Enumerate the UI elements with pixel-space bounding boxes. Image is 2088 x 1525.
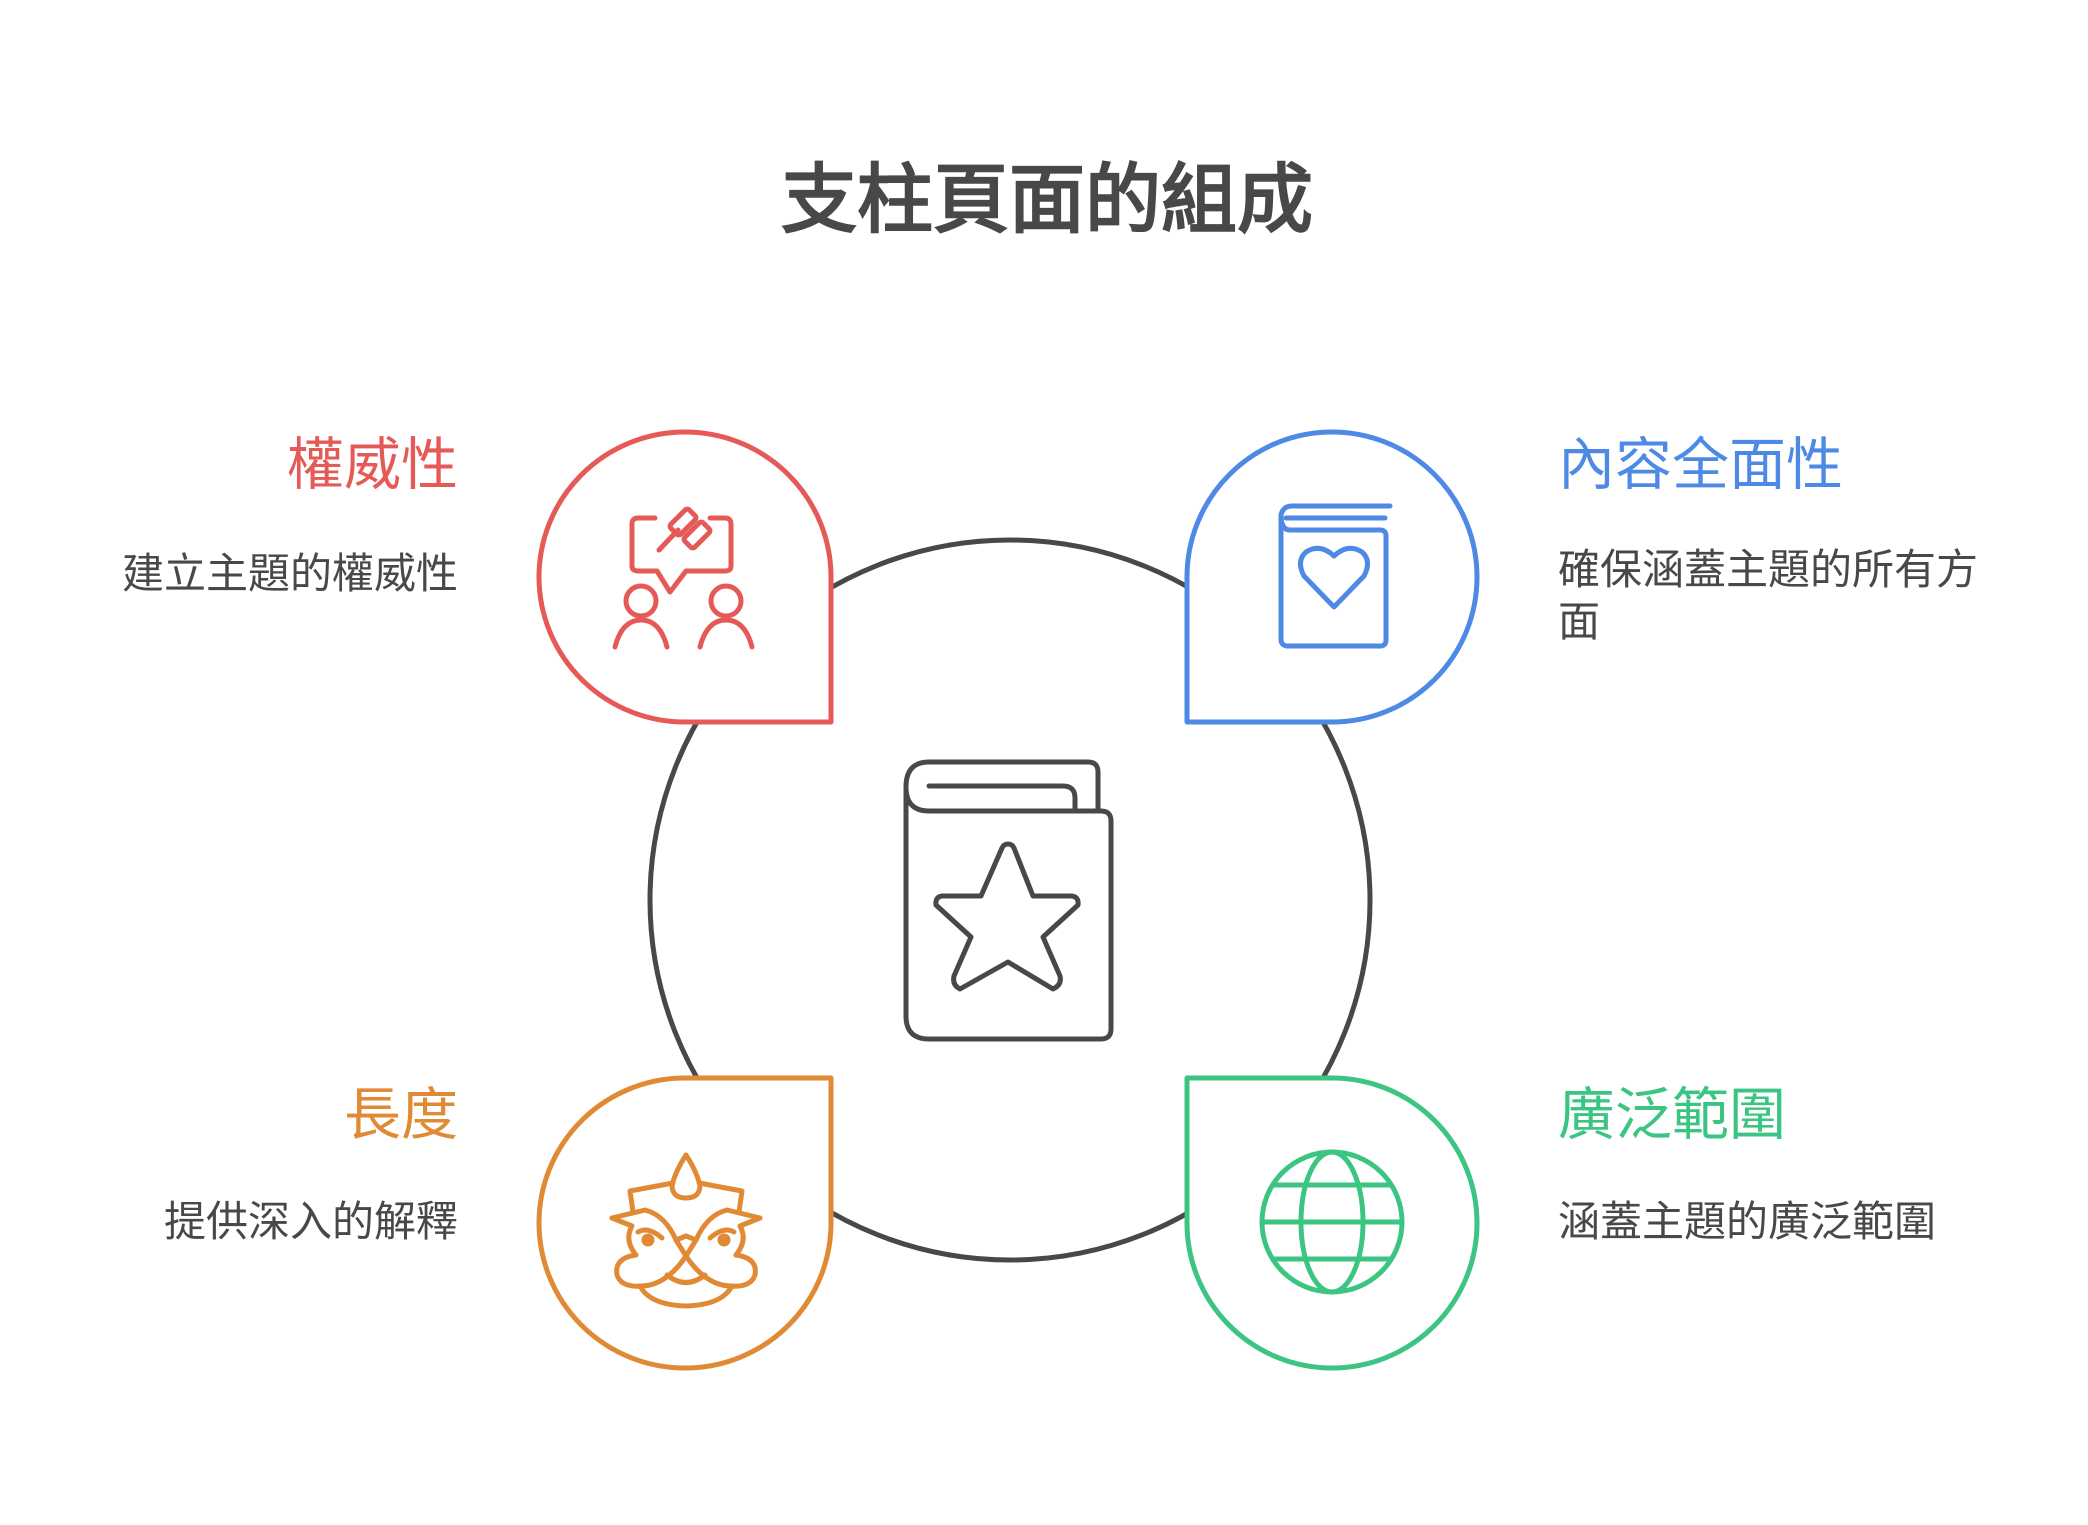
book-heart-icon xyxy=(1278,503,1393,649)
comprehensive-description: 確保涵蓋主題的所有方面 xyxy=(1558,545,1979,646)
breadth-description: 涵蓋主題的廣泛範圍 xyxy=(1558,1197,1937,1246)
globe-icon xyxy=(1259,1149,1405,1295)
central-ring xyxy=(647,537,1373,1263)
length-title: 長度 xyxy=(344,1082,458,1148)
authority-blob xyxy=(536,429,834,725)
breadth-title: 廣泛範圍 xyxy=(1558,1082,1786,1148)
book-star-icon xyxy=(903,759,1114,1042)
gavel-discussion-icon xyxy=(612,506,755,650)
authority-title: 權威性 xyxy=(287,432,458,498)
comprehensive-title: 內容全面性 xyxy=(1558,432,1843,498)
length-blob xyxy=(536,1075,834,1371)
comprehensive-blob xyxy=(1184,429,1480,725)
lion-dance-icon xyxy=(609,1152,763,1309)
authority-description: 建立主題的權威性 xyxy=(121,549,458,598)
length-description: 提供深入的解釋 xyxy=(163,1197,458,1246)
diagram-title: 支柱頁面的組成 xyxy=(781,155,1313,244)
